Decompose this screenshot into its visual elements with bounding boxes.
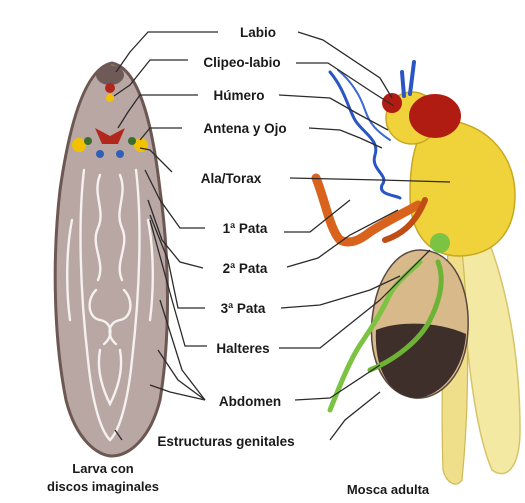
label-pata1: 1ª Pata xyxy=(223,221,268,236)
disc-ojo-right xyxy=(128,137,136,145)
label-ala-torax: Ala/Torax xyxy=(201,171,262,186)
fly-snout xyxy=(382,93,402,113)
larva-illustration xyxy=(55,63,167,456)
disc-labio xyxy=(105,83,115,93)
label-pata2: 2ª Pata xyxy=(223,261,268,276)
fly-halter xyxy=(430,233,450,253)
label-pata3: 3ª Pata xyxy=(221,301,266,316)
caption-adult: Mosca adulta xyxy=(347,482,430,497)
disc-ojo-left xyxy=(84,137,92,145)
labels: Labio Clipeo-labio Húmero Antena y Ojo A… xyxy=(157,25,294,449)
label-clipeo-labio: Clipeo-labio xyxy=(203,55,280,70)
disc-blue-right xyxy=(116,150,124,158)
fly-antenna xyxy=(402,62,414,96)
leader-labio-right xyxy=(298,32,392,98)
fly-eye xyxy=(409,94,461,138)
fly-illustration xyxy=(316,62,520,484)
disc-antena-left xyxy=(72,138,86,152)
label-humero: Húmero xyxy=(213,88,264,103)
caption-larva-line1: Larva con xyxy=(72,461,133,476)
label-halteres: Halteres xyxy=(216,341,269,356)
label-labio: Labio xyxy=(240,25,276,40)
label-genitales: Estructuras genitales xyxy=(157,434,294,449)
larva-head xyxy=(96,65,124,85)
caption-larva-line2: discos imaginales xyxy=(47,479,159,494)
label-antena-ojo: Antena y Ojo xyxy=(203,121,286,136)
leader-pata1-right xyxy=(284,200,350,232)
larva-body xyxy=(55,63,167,456)
disc-antena-right xyxy=(134,138,148,152)
label-abdomen: Abdomen xyxy=(219,394,281,409)
disc-clipeo-labio xyxy=(106,94,114,102)
leader-genitales-right xyxy=(330,392,380,440)
captions: Larva con discos imaginales Mosca adulta xyxy=(47,461,430,497)
disc-blue-left xyxy=(96,150,104,158)
